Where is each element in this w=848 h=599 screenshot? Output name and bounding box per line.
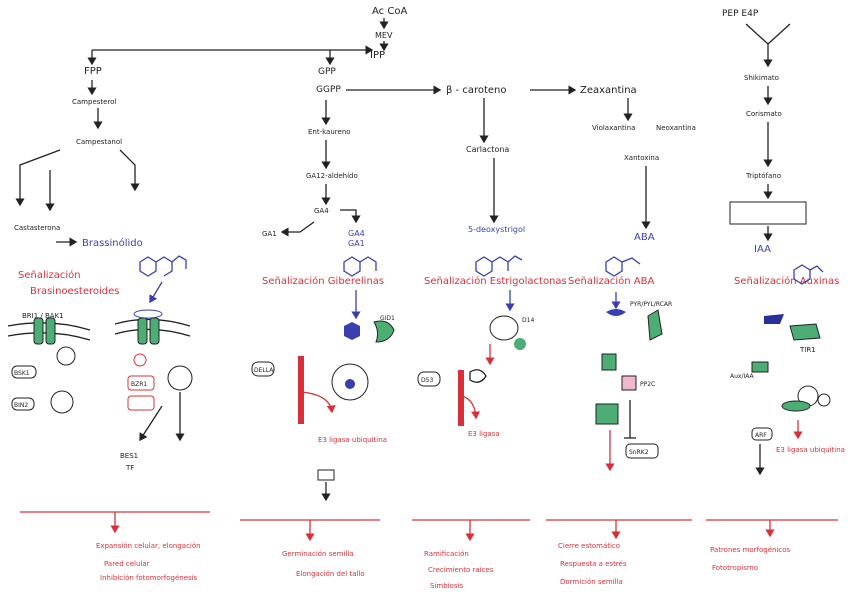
mev-label: MEV — [375, 31, 393, 40]
ga-outcome-1: Germinación semilla — [282, 550, 354, 558]
sl-product: 5-deoxystrigol — [468, 225, 525, 234]
aba-column: Violaxantina Neoxantina Xantoxina ABA Se… — [546, 98, 696, 586]
sl-step: Carlactona — [466, 145, 509, 154]
br-outcome-2: Pared celular — [104, 560, 150, 568]
trp-precursors-label: PEP E4P — [722, 9, 759, 19]
aba-receptor-shape — [647, 309, 663, 341]
aba-kinase: SnRK2 — [629, 449, 649, 456]
aba-outcome-1: Cierre estomático — [558, 542, 620, 550]
iaa-outcome-1: Patrones morfogénicos — [710, 546, 791, 554]
ga-step-4: GA1 — [262, 230, 277, 238]
sl-receptor-shape — [489, 315, 519, 341]
ipp-label: IPP — [370, 50, 385, 61]
br-step-3: Castasterona — [14, 224, 60, 232]
br-step-2: Campestanol — [76, 138, 122, 146]
iaa-step-2: Corismato — [746, 110, 782, 118]
sl-outcome-2: Crecimiento raíces — [428, 566, 494, 574]
ga-receptor: GID1 — [380, 315, 395, 322]
auxin-column: Shikimato Corismato Triptófano IAA Señal… — [706, 23, 845, 572]
br-product: Brassinólido — [82, 237, 143, 249]
brassinosteroid-column: Campesterol Campestanol Castasterona Bra… — [7, 80, 210, 582]
aba-outcome-2: Respuesta a estrés — [560, 560, 627, 568]
ggpp-label: GGPP — [316, 85, 341, 95]
aba-outcome-3: Dormición semilla — [560, 578, 623, 586]
aba-molecule — [605, 256, 641, 277]
beta-carotene-label: β - caroteno — [446, 85, 507, 96]
aba-receptor: PYR/PYL/RCAR — [630, 301, 672, 308]
ga-step-2: GA12-aldehído — [306, 172, 358, 180]
ga-step-3: GA4 — [314, 207, 329, 215]
aba-phosphatase: PP2C — [640, 381, 655, 388]
sl-receptor: D14 — [522, 317, 534, 324]
br-outcome-1: Expansión celular, elongación — [96, 542, 201, 550]
br-title-line1: Señalización — [18, 269, 81, 281]
aba-step-1: Violaxantina — [592, 124, 635, 132]
sl-partner: D53 — [421, 377, 433, 384]
br-node-bsk1: BSK1 — [14, 370, 30, 377]
fpp-label: FPP — [84, 66, 102, 77]
gpp-label: GPP — [318, 67, 336, 77]
sl-molecule — [475, 255, 523, 277]
backbone: Ac CoA MEV IPP FPP GPP GGPP β - caroteno… — [84, 6, 759, 96]
br-receptor-shape — [33, 317, 44, 345]
sl-outcome-1: Ramificación — [424, 550, 469, 558]
br-tf: TF — [125, 464, 134, 472]
zeaxanthin-label: Zeaxantina — [580, 85, 637, 96]
ga-molecule — [343, 256, 377, 277]
aba-title: Señalización ABA — [568, 275, 655, 287]
br-outcome-3: Inhibición fotomorfogénesis — [100, 574, 198, 582]
ga-ligand — [344, 322, 360, 340]
aba-step-3: Xantoxina — [624, 154, 659, 162]
iaa-step-3: Triptófano — [745, 172, 781, 180]
iaa-outcome-2: Fototropismo — [712, 564, 758, 572]
iaa-tf: ARF — [755, 432, 767, 439]
aba-step-2: Neoxantina — [656, 124, 696, 132]
ga-step-1: Ent-kaureno — [308, 128, 351, 136]
ga-ligase: E3 ligasa ubiquitina — [318, 436, 387, 444]
ga-outcome-2: Elongación del tallo — [296, 570, 365, 578]
gibberellin-column: Ent-kaureno GA12-aldehído GA4 GA1 GA4 GA… — [240, 100, 395, 578]
br-molecule — [139, 255, 187, 277]
br-receptor: BRI1 / BAK1 — [22, 312, 64, 320]
ga-label-1: GA4 — [348, 229, 365, 238]
iaa-molecule — [793, 264, 824, 285]
ga-repressor: DELLA — [254, 367, 274, 374]
iaa-title: Señalización Auxinas — [734, 275, 839, 287]
iaa-receptor-shape — [789, 323, 821, 341]
root-label: Ac CoA — [372, 6, 407, 17]
iaa-repressor: Aux/IAA — [730, 373, 755, 380]
iaa-receptor: TIR1 — [799, 346, 816, 354]
br-node-bin2: BIN2 — [14, 402, 28, 409]
aba-product: ABA — [634, 232, 655, 243]
br-title-line2: Brasinoesteroides — [30, 286, 119, 297]
sl-title: Señalización Estrigolactonas — [424, 275, 567, 287]
iaa-product: IAA — [754, 244, 771, 255]
br-node-bzr1: BZR1 — [131, 381, 147, 388]
ga-title: Señalización Giberelinas — [262, 275, 384, 287]
br-step-1: Campesterol — [72, 98, 116, 106]
sl-ligase: E3 ligasa — [468, 430, 500, 438]
strigolactone-column: Carlactona 5-deoxystrigol Señalización E… — [412, 98, 567, 590]
ga-receptor-shape — [373, 320, 395, 343]
iaa-step-1: Shikimato — [744, 74, 779, 82]
br-node-bes1: BES1 — [120, 452, 138, 460]
iaa-ligase: E3 ligasa ubiquitina — [776, 446, 845, 454]
ga-label-2: GA1 — [348, 239, 365, 248]
sl-outcome-3: Simbiosis — [430, 582, 463, 590]
